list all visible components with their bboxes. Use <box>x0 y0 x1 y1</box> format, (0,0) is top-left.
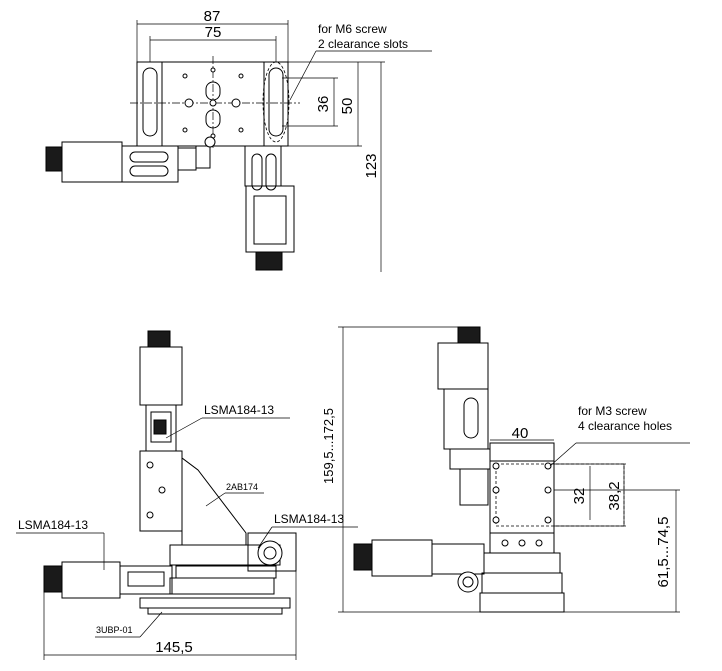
dim-total-depth: 123 <box>363 153 380 178</box>
top-view: 87 75 for M6 screw 2 clearance slots <box>45 8 432 272</box>
dim-total-width: 145,5 <box>155 639 193 656</box>
dim-depth: 50 <box>339 98 356 115</box>
dim-slot-spacing: 36 <box>315 96 332 113</box>
motor-upper-label: LSMA184-13 <box>204 403 274 417</box>
dim-table-height: 38,2 <box>606 481 623 510</box>
dim-table-width: 40 <box>512 425 529 442</box>
motor-lower-right-label: LSMA184-13 <box>274 512 344 526</box>
slot-note-line2: 2 clearance slots <box>318 37 408 51</box>
hole-note-line2: 4 clearance holes <box>578 419 672 433</box>
hole-note-line1: for M3 screw <box>578 404 647 418</box>
front-view: LSMA184-13 2AB174 LSMA184-13 LSMA184-13 … <box>16 330 358 660</box>
dim-hole-spacing: 32 <box>571 488 588 505</box>
slot-note-line1: for M6 screw <box>318 22 387 36</box>
bracket-label: 2AB174 <box>226 482 258 492</box>
side-view: 159,5...172,5 40 fo <box>321 326 690 613</box>
dim-width-inner: 75 <box>205 24 222 41</box>
motor-lower-left-label: LSMA184-13 <box>18 518 88 532</box>
base-plate-label: 3UBP-01 <box>96 625 133 635</box>
dim-stage-height: 61,5...74,5 <box>655 517 672 588</box>
dim-total-height: 159,5...172,5 <box>321 408 336 484</box>
dim-width-outer: 87 <box>204 8 221 25</box>
